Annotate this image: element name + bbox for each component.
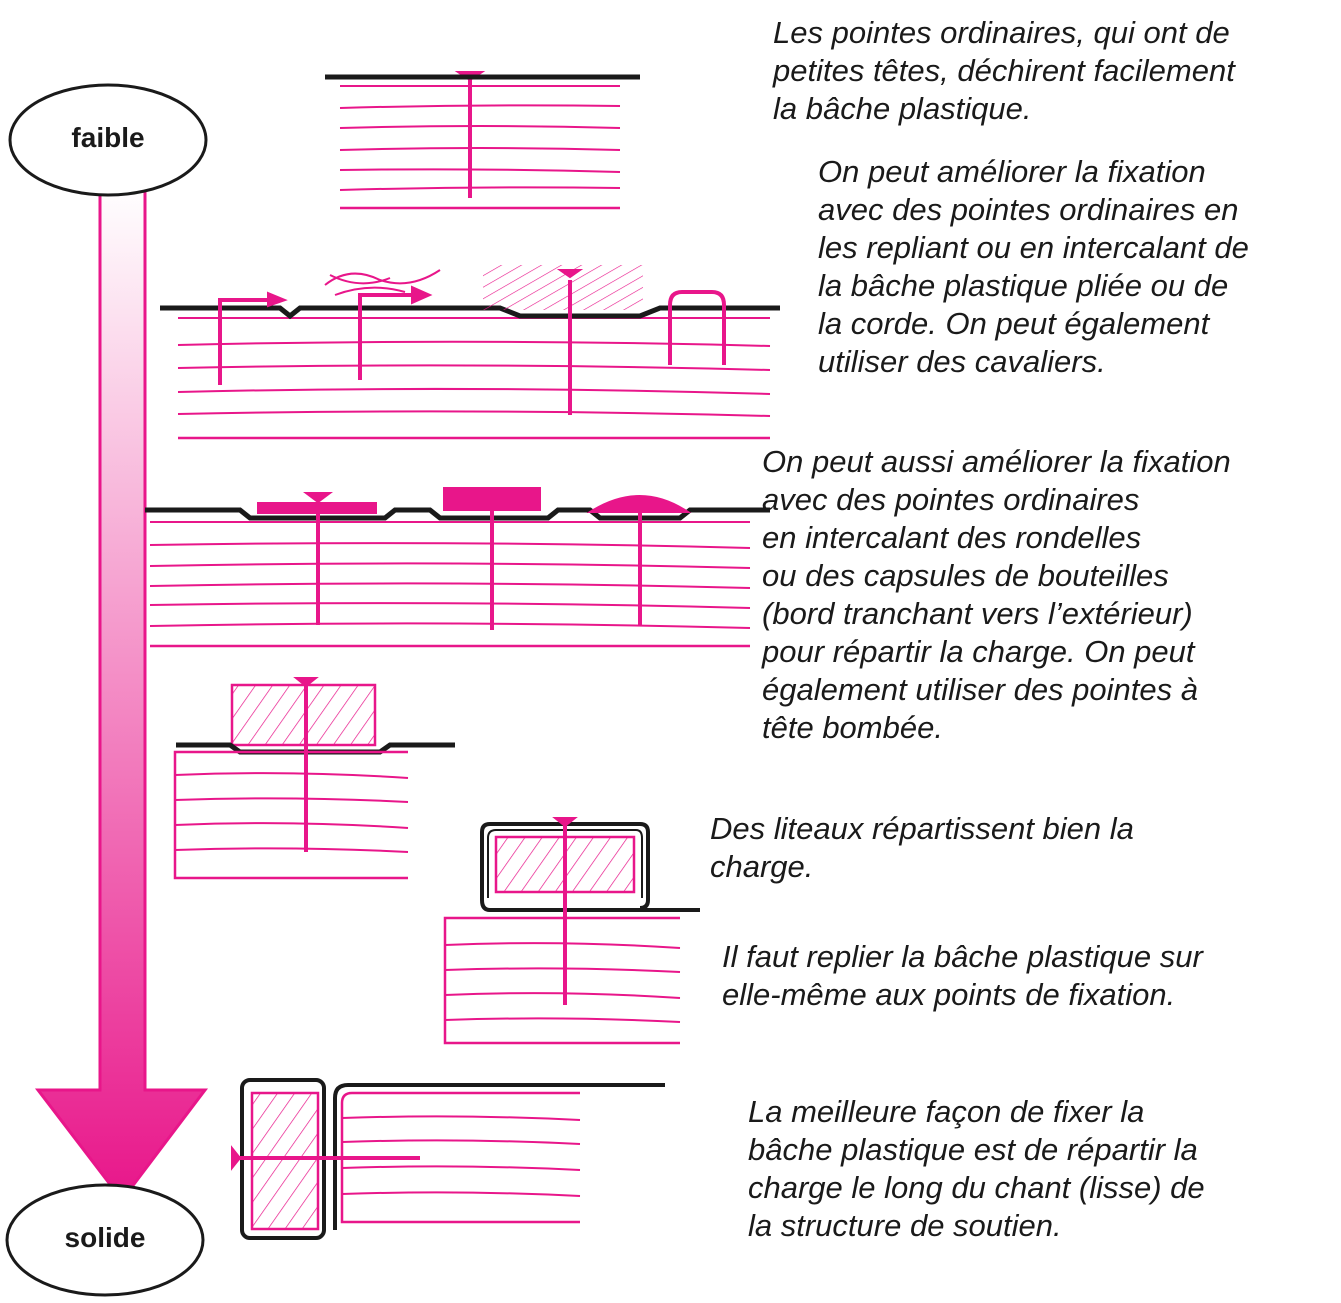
illustration-wrapped-batten [443, 817, 700, 1045]
illustration-plain-nail [325, 71, 640, 210]
note-best: La meilleure façon de fixer la bâche pla… [748, 1094, 1205, 1243]
illustration-washers [145, 487, 770, 648]
bottom-label: solide [64, 1222, 146, 1253]
note-washers: On peut aussi améliorer la fixation avec… [762, 444, 1231, 745]
note-small-heads: Les pointes ordinaires, qui ont de petit… [773, 15, 1235, 126]
note-fold-over: Il faut replier la bâche plastique sur e… [722, 939, 1203, 1012]
top-label: faible [71, 122, 145, 153]
illustration-batten [173, 677, 455, 880]
note-fold-or-rope: On peut améliorer la fixation avec des p… [818, 154, 1249, 379]
illustration-folded-nails [160, 265, 780, 440]
note-battens: Des liteaux répartissent bien la charge. [710, 811, 1134, 884]
top-label-ellipse [8, 83, 208, 197]
illustration-edge-fixing [231, 1078, 665, 1240]
strength-arrow [34, 183, 209, 1203]
bottom-label-ellipse [5, 1183, 205, 1297]
